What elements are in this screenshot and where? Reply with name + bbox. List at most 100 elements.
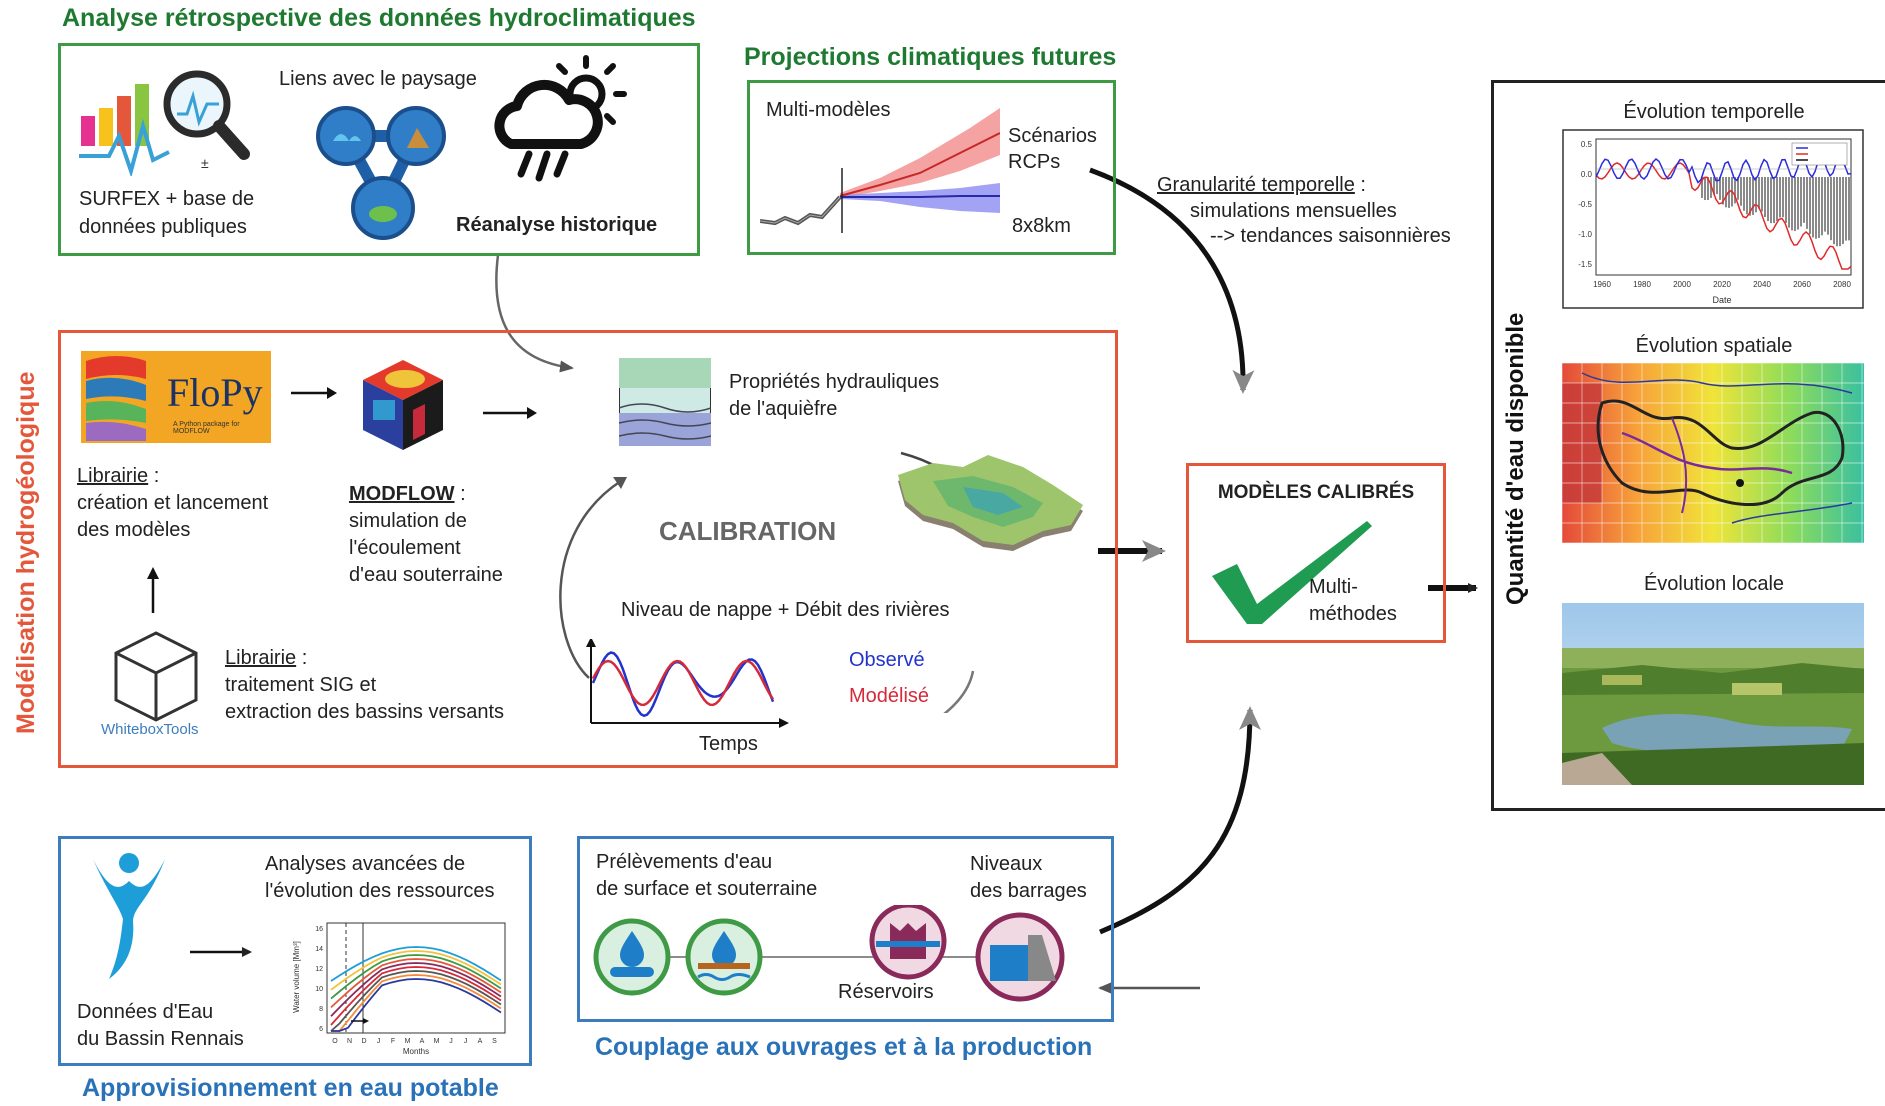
modelisation-side-title: Modélisation hydrogéologique xyxy=(12,371,40,735)
props-line2: de l'aquièfre xyxy=(729,398,838,420)
basin-3d-model xyxy=(898,455,1083,551)
surface-water-icon xyxy=(593,918,671,996)
calibration-hydrograph xyxy=(586,639,789,728)
temporal-x-tick-label: 1960 xyxy=(1593,280,1611,289)
flopy-logo-text: FloPy xyxy=(167,370,263,415)
modelise-legend: Modélisé xyxy=(849,685,930,707)
arrow-flopy-to-modflow xyxy=(291,387,337,399)
water-volume-curve xyxy=(330,954,502,1000)
temporal-x-tick-label: 2060 xyxy=(1793,280,1811,289)
niveaux-line2: des barrages xyxy=(970,880,1087,902)
flopy-logo: FloPy A Python package for MODFLOW xyxy=(81,351,271,443)
retro-box: ± SURFEX + base de données publiques Lie… xyxy=(58,43,700,256)
projections-box: Multi-modèles Scénarios RCPs 8x8km xyxy=(747,80,1116,255)
temporal-y-tick-label: 0.0 xyxy=(1581,170,1593,179)
projections-title: Projections climatiques futures xyxy=(744,43,1117,71)
water-volume-curve xyxy=(330,958,502,1009)
weather-icon xyxy=(494,55,627,182)
temporal-x-tick-label: 2080 xyxy=(1833,280,1851,289)
water-volume-x-tick-label: A xyxy=(478,1038,483,1045)
multi-methodes-line2: méthodes xyxy=(1309,603,1397,625)
water-volume-y-tick-label: 10 xyxy=(315,986,323,993)
temporal-x-tick-label: 2040 xyxy=(1753,280,1771,289)
temporal-blue-series xyxy=(1595,155,1852,184)
modelled-series-line xyxy=(591,659,775,707)
data-analysis-icon: ± xyxy=(79,70,250,176)
groundwater-icon xyxy=(685,918,763,996)
water-volume-x-tick-label: M xyxy=(434,1038,440,1045)
water-volume-x-tick-label: O xyxy=(332,1038,338,1045)
granularite-line1: Granularité temporelle : xyxy=(1157,174,1366,196)
lib2-line2: traitement SIG et xyxy=(225,674,377,696)
couplage-box: Prélèvements d'eau de surface et souterr… xyxy=(577,836,1114,1022)
water-volume-y-tick-label: 6 xyxy=(319,1026,323,1033)
temporal-x-tick-label: 2000 xyxy=(1673,280,1691,289)
water-volume-curve xyxy=(330,966,502,1026)
lib1-line3: des modèles xyxy=(77,519,191,541)
resolution-label: 8x8km xyxy=(1012,215,1071,237)
lib2-line1: Librairie : xyxy=(225,647,308,669)
arrow-whitebox-to-lib1 xyxy=(147,567,159,613)
surfex-line1: SURFEX + base de xyxy=(79,188,255,210)
water-volume-y-label: Water volume [Mm³] xyxy=(292,941,301,1013)
prelevements-line2: de surface et souterraine xyxy=(596,878,818,900)
svg-text:±: ± xyxy=(201,155,209,171)
water-volume-x-tick-label: A xyxy=(420,1038,425,1045)
water-volume-curve xyxy=(330,946,502,982)
water-volume-x-tick-label: D xyxy=(361,1038,366,1045)
props-line1: Propriétés hydrauliques xyxy=(729,371,940,393)
water-volume-y-tick-label: 8 xyxy=(319,1006,323,1013)
water-volume-y-tick-label: 16 xyxy=(315,926,323,933)
calibres-title: MODÈLES CALIBRÉS xyxy=(1217,482,1415,503)
temporal-y-tick-label: -1.5 xyxy=(1578,260,1592,269)
analyses-line2: l'évolution des ressources xyxy=(265,880,495,902)
scenarios-line1: Scénarios xyxy=(1008,125,1097,147)
spatial-map xyxy=(1562,363,1864,543)
water-volume-x-label: Months xyxy=(403,1047,429,1056)
whitebox-label: WhiteboxTools xyxy=(101,721,199,738)
temporal-y-ticks: 0.50.0-0.5-1.0-1.5 xyxy=(1578,140,1592,269)
water-volume-x-tick-label: J xyxy=(377,1038,381,1045)
multi-methodes-line1: Multi- xyxy=(1309,576,1358,598)
spatial-grid-lines xyxy=(1562,363,1864,543)
lib1-line1: Librairie : xyxy=(77,465,160,487)
flopy-logo-subtitle: A Python package for MODFLOW xyxy=(173,421,240,435)
spatiale-title: Évolution spatiale xyxy=(1635,335,1793,357)
donnees-line2: du Bassin Rennais xyxy=(77,1028,244,1050)
prelevements-line1: Prélèvements d'eau xyxy=(596,851,773,873)
temporal-y-tick-label: 0.5 xyxy=(1581,140,1593,149)
arrow-couplage-to-calibres xyxy=(1099,706,1261,935)
water-volume-x-tick-label: M xyxy=(405,1038,411,1045)
multi-modeles-label: Multi-modèles xyxy=(766,99,891,121)
approvisionnement-box: Données d'Eau du Bassin Rennais Analyses… xyxy=(58,836,532,1066)
granularite-line3: --> tendances saisonnières xyxy=(1210,225,1451,247)
water-person-logo xyxy=(93,853,165,979)
water-volume-x-tick-label: F xyxy=(391,1038,395,1045)
water-volume-curve xyxy=(330,970,502,1032)
couplage-title: Couplage aux ouvrages et à la production xyxy=(595,1033,1093,1061)
temporal-y-tick-label: -0.5 xyxy=(1578,200,1592,209)
donnees-line1: Données d'Eau xyxy=(77,1001,214,1023)
temporal-x-tick-label: 2020 xyxy=(1713,280,1731,289)
reanalyse-label: Réanalyse historique xyxy=(456,214,658,236)
aquifer-section-icon xyxy=(619,358,711,446)
surfex-line2: données publiques xyxy=(79,216,247,238)
calibres-box: MODÈLES CALIBRÉS Multi- méthodes xyxy=(1186,463,1446,643)
temporal-x-label: Date xyxy=(1712,295,1731,305)
modflow-line1: MODFLOW : xyxy=(349,483,466,505)
landscape-network-icon xyxy=(316,106,446,240)
flopy-layers-graphic xyxy=(86,356,146,441)
temporal-red-series xyxy=(1595,162,1852,270)
water-volume-curve xyxy=(330,950,502,991)
modflow-line2: simulation de xyxy=(349,510,467,532)
lib1-line2: création et lancement xyxy=(77,492,269,514)
temps-label: Temps xyxy=(699,733,758,755)
observe-legend: Observé xyxy=(849,649,925,671)
dam-icon xyxy=(975,912,1065,1002)
water-volume-curve xyxy=(331,974,502,1032)
